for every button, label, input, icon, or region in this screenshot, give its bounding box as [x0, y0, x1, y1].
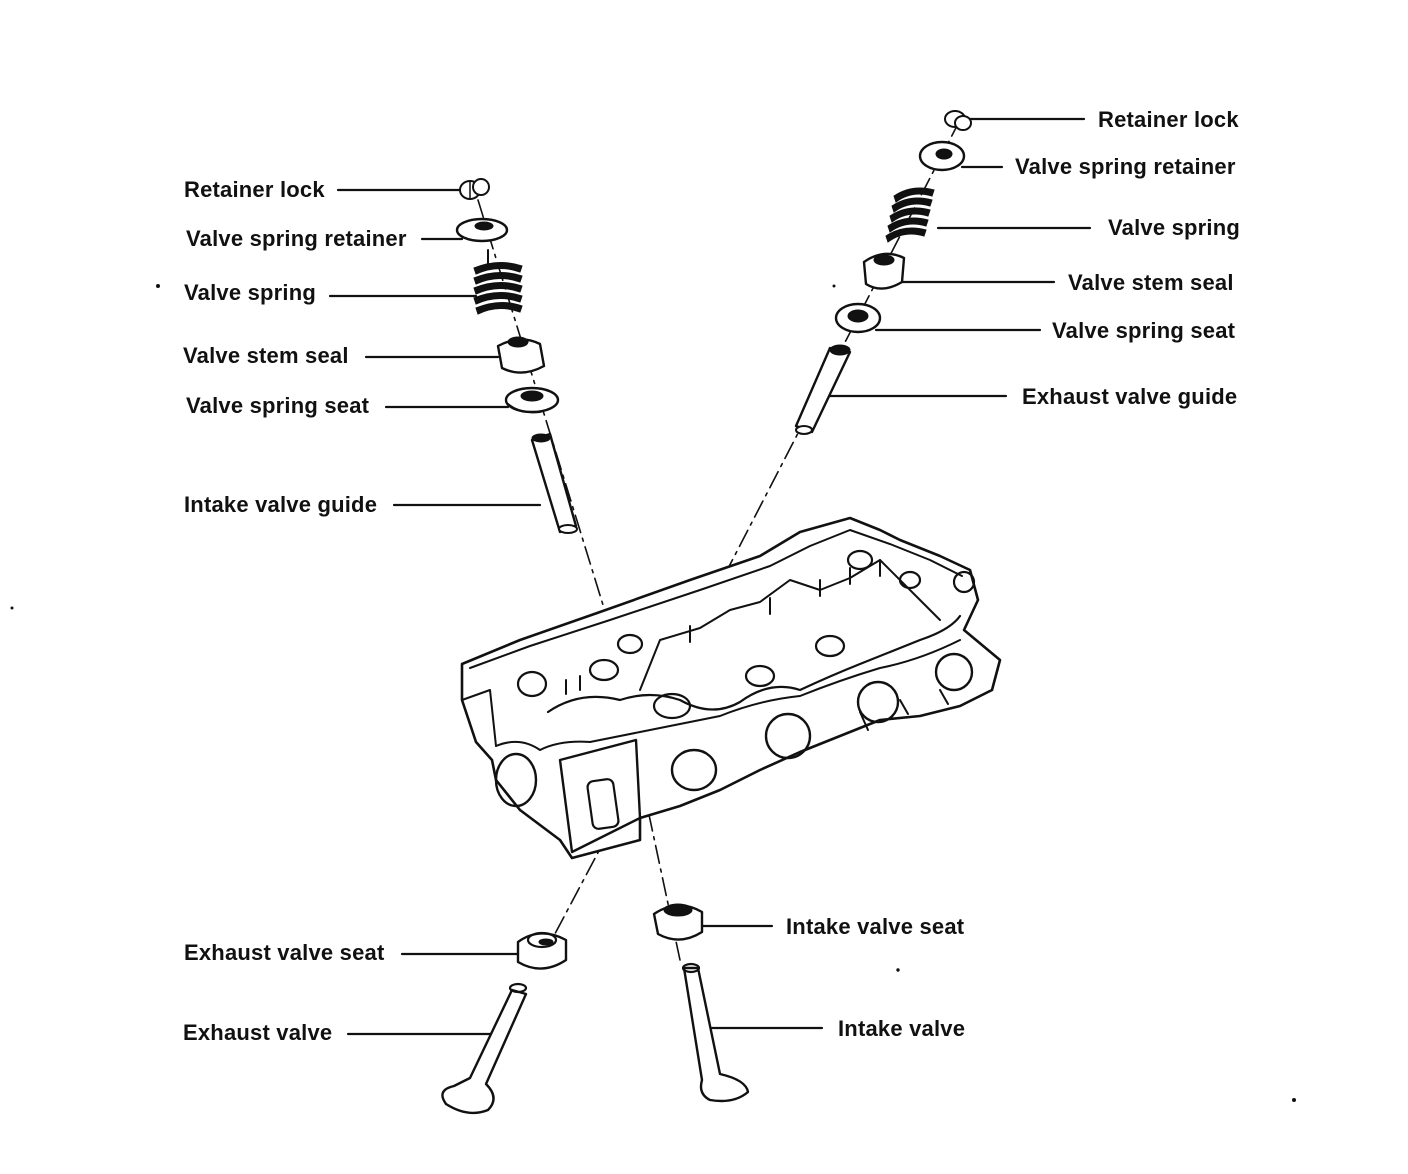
label-intake-valve-seat: Intake valve seat [786, 914, 965, 939]
exhaust-valve-spring-seat-part [834, 302, 882, 334]
left-leader-lines [328, 188, 542, 1036]
label-exhaust-retainer-lock: Retainer lock [1098, 107, 1239, 132]
scan-specks [10, 284, 1296, 1102]
intake-retainer-lock-part [459, 178, 490, 200]
exhaust-valve-spring-part [885, 187, 935, 243]
label-intake-valve-spring-retainer: Valve spring retainer [186, 226, 407, 251]
label-exhaust-valve: Exhaust valve [183, 1020, 333, 1045]
exhaust-valve-seat-part [516, 931, 568, 970]
label-intake-valve: Intake valve [838, 1016, 966, 1041]
exhaust-spring-retainer-part [918, 140, 966, 172]
label-intake-valve-stem-seal: Valve stem seal [183, 343, 349, 368]
label-intake-valve-spring: Valve spring [184, 280, 317, 305]
label-intake-valve-guide: Intake valve guide [184, 492, 378, 517]
exhaust-retainer-lock-part [944, 110, 972, 131]
intake-valve-spring-seat-part [504, 386, 560, 414]
exhaust-valve-guide-part [794, 344, 852, 435]
intake-valve-stem-seal-part [496, 336, 546, 374]
intake-valve-spring-part [473, 249, 523, 315]
label-exhaust-valve-spring-retainer: Valve spring retainer [1015, 154, 1236, 179]
cylinder-head-part [460, 516, 1002, 860]
intake-valve-part [681, 962, 750, 1103]
intake-valve-guide-part [530, 432, 578, 534]
label-exhaust-valve-stem-seal: Valve stem seal [1068, 270, 1234, 295]
right-leader-lines [698, 117, 1092, 1030]
label-intake-valve-spring-seat: Valve spring seat [186, 393, 370, 418]
label-intake-retainer-lock: Retainer lock [184, 177, 325, 202]
intake-valve-seat-part [652, 903, 704, 941]
label-exhaust-valve-seat: Exhaust valve seat [184, 940, 385, 965]
label-exhaust-valve-spring: Valve spring [1108, 215, 1241, 240]
exhaust-valve-part [441, 982, 528, 1115]
intake-spring-retainer-part [455, 217, 509, 243]
label-exhaust-valve-guide: Exhaust valve guide [1022, 384, 1238, 409]
label-exhaust-valve-spring-seat: Valve spring seat [1052, 318, 1236, 343]
exhaust-valve-stem-seal-part [862, 252, 906, 290]
